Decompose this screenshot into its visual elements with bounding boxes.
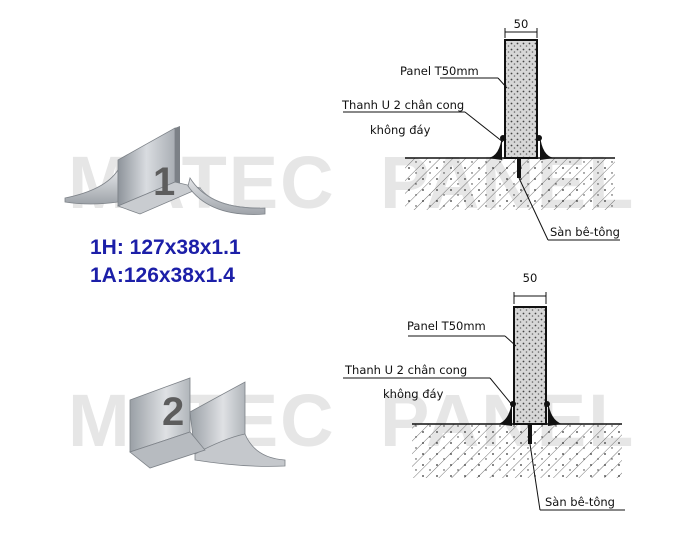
profile-1-number: 1	[153, 160, 176, 204]
channel-label-2-line1: Thanh U 2 chân cong	[344, 363, 467, 377]
dimension-label-2: 50	[523, 271, 538, 285]
panel-label: Panel T50mm	[400, 64, 479, 78]
profile-2-number: 2	[162, 390, 185, 434]
profile-1-illustration	[64, 126, 266, 215]
profile-1-spec-2: 1A:126x38x1.4	[90, 264, 235, 287]
dimension-label: 50	[514, 17, 529, 31]
u-channel	[488, 135, 554, 160]
profile-2-illustration	[129, 377, 286, 469]
channel-label-line1: Thanh U 2 chân cong	[341, 98, 464, 112]
floor-label-2: Sàn bê-tông	[545, 495, 615, 509]
profile-1-spec-1: 1H: 127x38x1.1	[90, 236, 241, 259]
floor-label: Sàn bê-tông	[550, 225, 620, 239]
channel-label-line2: không đáy	[370, 123, 431, 137]
channel-label-2-line2: không đáy	[383, 387, 444, 401]
panel-label-2: Panel T50mm	[407, 319, 486, 333]
panel	[504, 39, 538, 159]
